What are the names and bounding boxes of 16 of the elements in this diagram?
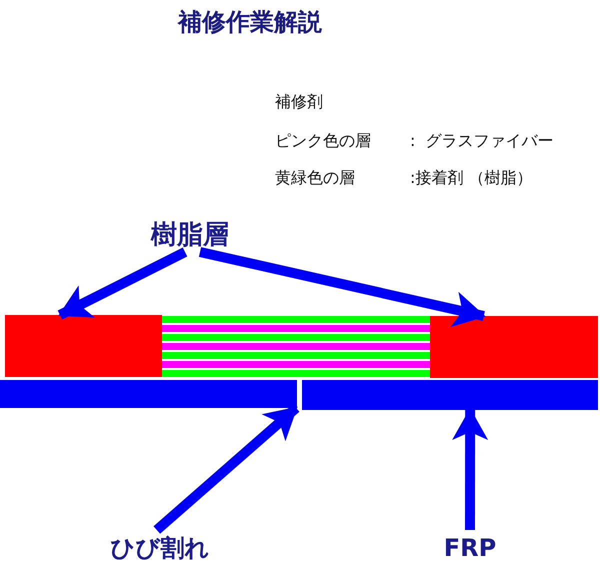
resin-layer-block [430, 316, 598, 378]
frp-panel [0, 380, 297, 408]
legend-note: : グラスファイバー [410, 131, 554, 152]
legend-note: 黄緑色の層 [275, 168, 355, 189]
callout-label: ひび割れ [80, 530, 240, 565]
title: 補修作業解説 [176, 7, 323, 38]
legend-note: :接着剤 （樹脂） [410, 168, 532, 189]
arrow [198, 247, 486, 327]
arrow [58, 248, 188, 320]
callout-label: 樹脂層 [140, 216, 240, 252]
callout-label: FRP [430, 530, 510, 565]
arrow [452, 408, 488, 530]
frp-panel [302, 380, 598, 410]
legend-note: 補修剤 [275, 92, 323, 113]
resin-layer-block [5, 315, 162, 377]
legend-note: ピンク色の層 [275, 131, 371, 152]
